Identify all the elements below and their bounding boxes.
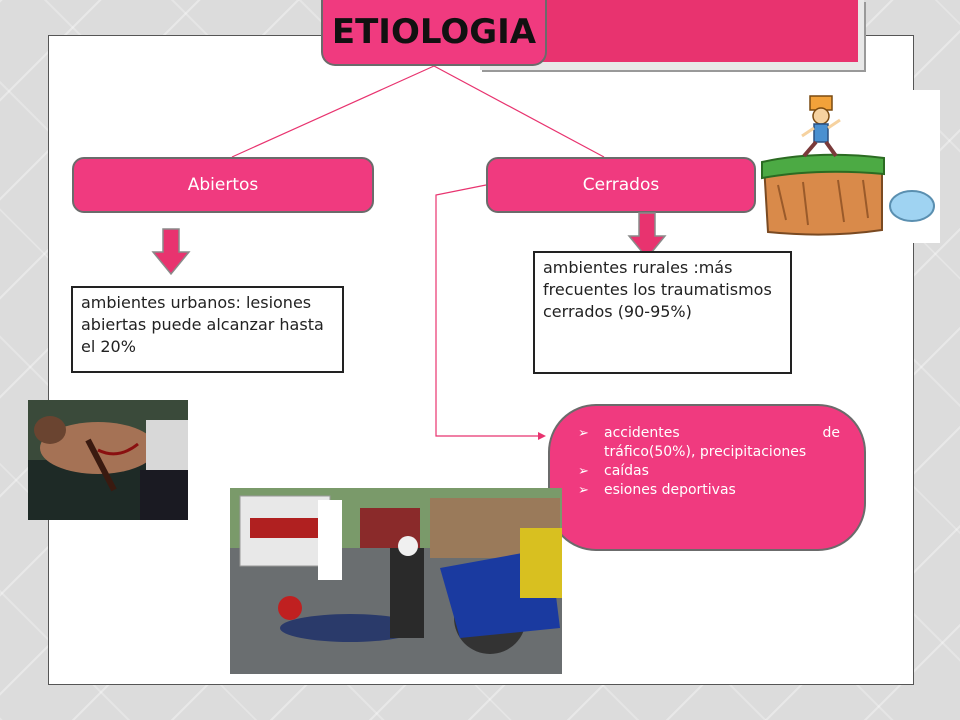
cartoon-cliff-image: [758, 90, 940, 243]
urban-description: ambientes urbanos: lesiones abiertas pue…: [71, 286, 344, 373]
list-item: ➢ caídas: [578, 463, 649, 479]
rural-description: ambientes rurales :más frecuentes los tr…: [533, 251, 792, 374]
category-cerrados: Cerrados: [486, 157, 756, 213]
arrowhead-bullet-icon: ➢: [578, 426, 589, 441]
page-title: ETIOLOGIA: [321, 0, 547, 66]
down-arrow-icon: [627, 212, 667, 260]
arrowhead-bullet-icon: ➢: [578, 464, 589, 479]
injured-man-photo: [28, 400, 188, 520]
list-item: ➢ esiones deportivas: [578, 482, 736, 498]
down-arrow-icon: [151, 228, 191, 276]
arrowhead-bullet-icon: ➢: [578, 483, 589, 498]
traffic-accident-photo: [230, 488, 562, 674]
category-abiertos: Abiertos: [72, 157, 374, 213]
